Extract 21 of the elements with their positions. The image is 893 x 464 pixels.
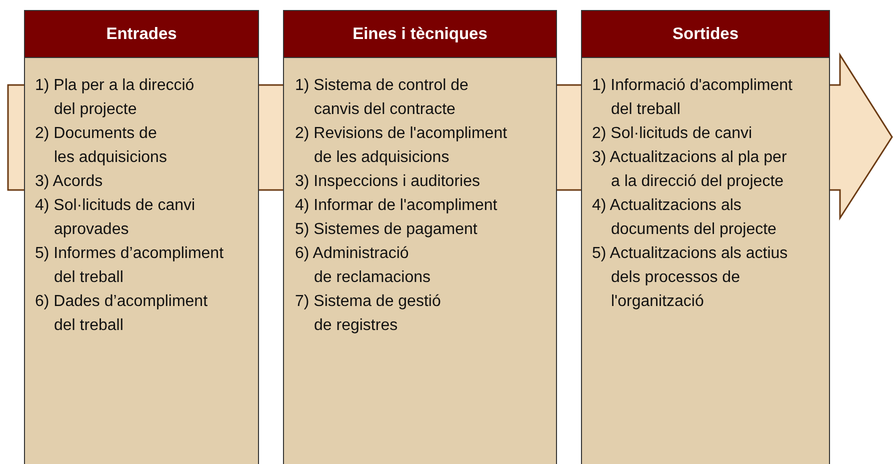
list-item: 1) Informació d'acompliment del treball bbox=[592, 76, 792, 120]
list-item: 5) Informes d’acompliment del treball bbox=[35, 244, 224, 288]
panel-header: Eines i tècniques bbox=[284, 11, 556, 57]
list-item: 3) Actualitzacions al pla per a la direcció del projecte bbox=[592, 148, 787, 192]
list-item: 4) Actualitzacions als documents del projecte bbox=[592, 196, 776, 240]
list-item: 2) Sol·licituds de canvi bbox=[592, 124, 752, 144]
panel-header: Sortides bbox=[582, 11, 829, 57]
list-item: 4) Sol·licituds de canvi aprovades bbox=[35, 196, 196, 240]
list-item: 6) Dades d’acompliment del treball bbox=[35, 292, 208, 336]
list-item: 2) Revisions de l'acompliment de les adquisicions bbox=[295, 124, 508, 168]
list-item: 2) Documents de les adquisicions bbox=[35, 124, 167, 168]
list-item: 1) Sistema de control de canvis del contracte bbox=[295, 76, 468, 120]
list-item: 1) Pla per a la direcció del projecte bbox=[35, 76, 194, 120]
list-item: 5) Sistemes de pagament bbox=[295, 220, 478, 240]
list-item: 5) Actualitzacions als actius dels processos de l'organització bbox=[592, 244, 788, 312]
list-item: 7) Sistema de gestió de registres bbox=[295, 292, 441, 336]
list-item: 3) Acords bbox=[35, 172, 103, 192]
panel-header: Entrades bbox=[25, 11, 258, 57]
list-item: 4) Informar de l'acompliment bbox=[295, 196, 498, 216]
list-item: 6) Administració de reclamacions bbox=[295, 244, 430, 288]
list-item: 3) Inspeccions i auditories bbox=[295, 172, 480, 192]
